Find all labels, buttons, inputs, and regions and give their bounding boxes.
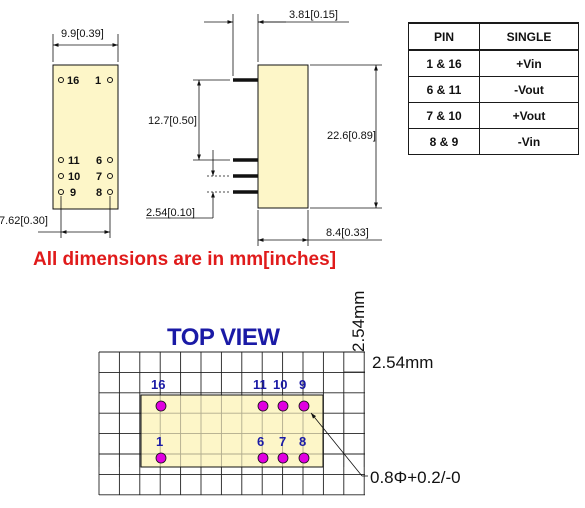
top-view-outline [140,394,324,468]
pin-number-11: 11 [68,155,80,167]
pin-span-label: 12.7[0.50] [148,115,197,127]
table-row: 7 & 10 +Vout [408,102,579,129]
pin-number-8: 8 [96,187,102,199]
pitch-label: 7.62[0.30] [0,215,48,227]
top-view-pins [155,400,310,464]
side-view-body [257,64,309,209]
thickness-label: 8.4[0.33] [326,227,369,239]
pin-cell: 8 & 9 [408,128,480,155]
hole-label: 0.8Φ+0.2/-0 [370,468,461,487]
function-cell: -Vin [479,128,579,155]
pin-marker-8 [107,189,113,195]
lead-length-label: 3.81[0.15] [289,9,338,21]
pin-marker-7 [107,173,113,179]
top-pin-7 [277,452,289,464]
height-label: 22.6[0.89] [327,130,376,142]
function-cell: +Vin [479,49,579,77]
side-view: 3.81[0.15] 22.6[0.89] 12.7[0.50] 2.54[0.… [146,9,382,246]
pin-cell: 6 & 11 [408,76,480,103]
front-pin-markers [58,77,113,195]
pin-table-header-row: PIN SINGLE [408,22,579,51]
front-view: 9.9[0.39] 16 1 11 6 10 7 9 8 7.62[0.30] [0,28,119,238]
pin-number-16: 16 [67,75,79,87]
top-pin-label-9: 9 [299,377,306,392]
top-pin-label-11: 11 [253,377,267,392]
table-row: 8 & 9 -Vin [408,128,579,155]
pin-function-table: PIN SINGLE 1 & 16 +Vin 6 & 11 -Vout 7 & … [408,22,579,155]
pin-cell: 7 & 10 [408,102,480,129]
side-view-leads [233,78,258,194]
top-pin-label-7: 7 [279,434,286,449]
pin-marker-10 [58,173,64,179]
pin-number-7: 7 [96,171,102,183]
pin-cell: 1 & 16 [408,49,480,77]
front-view-body [52,64,119,210]
width-label: 9.9[0.39] [61,28,104,40]
function-cell: -Vout [479,76,579,103]
pin-number-6: 6 [96,155,102,167]
pin-marker-1 [107,77,113,83]
grid-pitch-label: 2.54mm [372,353,433,372]
dimensions-note: All dimensions are in mm[inches] [33,249,337,270]
top-pin-9 [298,400,310,412]
top-view-title: TOP VIEW [167,324,280,351]
pin-table-header-single: SINGLE [479,22,579,51]
top-pin-label-16: 16 [151,377,165,392]
top-view: 16 1 11 10 9 6 7 8 2.54mm 2.54mm 0.8Φ+0.… [98,291,461,496]
pin-pitch-label: 2.54[0.10] [146,207,195,219]
table-row: 1 & 16 +Vin [408,49,579,77]
top-pin-label-8: 8 [299,434,306,449]
top-pin-16 [155,400,167,412]
top-pin-10 [277,400,289,412]
pin-number-1: 1 [95,75,101,87]
grid-pitch-vertical-label: 2.54mm [349,291,368,352]
pin-marker-16 [58,77,64,83]
top-pin-label-1: 1 [156,434,163,449]
pin-marker-6 [107,157,113,163]
hole-leader [310,412,363,477]
top-pin-6 [257,452,269,464]
function-cell: +Vout [479,102,579,129]
pin-table-header-pin: PIN [408,22,480,51]
top-pin-1 [155,452,167,464]
top-pin-11 [257,400,269,412]
pin-marker-9 [58,189,64,195]
top-pin-label-6: 6 [257,434,264,449]
top-pin-8 [298,452,310,464]
pin-number-9: 9 [70,187,76,199]
top-pin-label-10: 10 [273,377,287,392]
pin-marker-11 [58,157,64,163]
table-row: 6 & 11 -Vout [408,76,579,103]
pin-number-10: 10 [68,171,80,183]
